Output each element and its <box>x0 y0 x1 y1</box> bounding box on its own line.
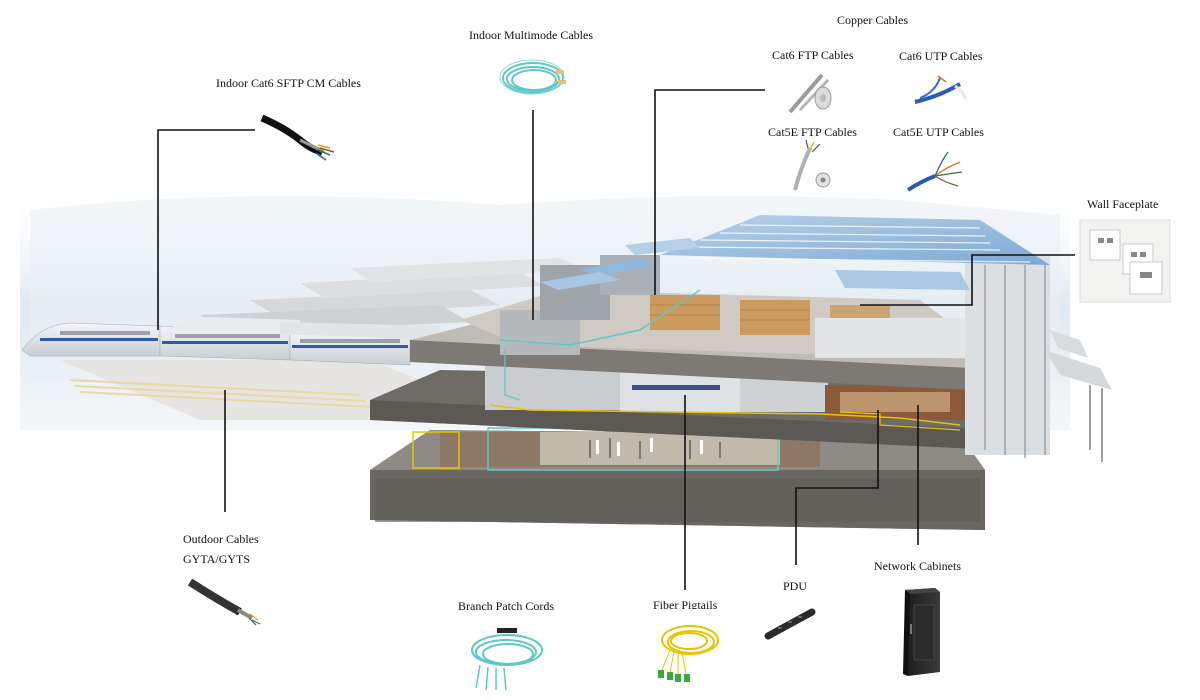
ftp-cable-icon <box>788 73 832 114</box>
label-fiber-pigtails: Fiber Pigtails <box>653 598 718 609</box>
leader-pdu <box>795 410 879 565</box>
fiber-pigtail-icon <box>658 625 719 682</box>
label-copper-cables: Copper Cables <box>837 13 908 27</box>
label-outdoor-cables: Outdoor Cables GYTA/GYTS <box>183 529 259 569</box>
trains <box>21 317 440 366</box>
label-cat6-ftp: Cat6 FTP Cables <box>772 48 854 62</box>
outdoor-cable-icon <box>187 578 261 626</box>
label-branch-patch-cords: Branch Patch Cords <box>458 599 554 613</box>
label-outdoor-cables-line1: Outdoor Cables <box>183 532 259 546</box>
label-cat5e-ftp: Cat5E FTP Cables <box>768 125 857 139</box>
label-pdu: PDU <box>783 579 808 593</box>
cat5e-ftp-cable-icon <box>793 139 831 191</box>
station-structure <box>540 255 1112 462</box>
label-wall-faceplate: Wall Faceplate <box>1087 197 1159 211</box>
label-indoor-cat6-sftp: Indoor Cat6 SFTP CM Cables <box>216 76 361 90</box>
label-cat5e-utp: Cat5E UTP Cables <box>893 125 984 139</box>
glass-roof <box>540 215 1050 290</box>
cat5e-utp-cable-icon <box>906 151 963 192</box>
sftp-cable-icon <box>260 114 335 161</box>
label-cat6-utp: Cat6 UTP Cables <box>899 49 983 63</box>
leader-lines <box>157 89 1075 590</box>
network-cabinet-icon <box>903 588 940 676</box>
pdu-icon <box>764 608 816 640</box>
label-network-cabinets: Network Cabinets <box>874 559 961 573</box>
leader-copper <box>654 89 765 295</box>
leader-sftp <box>157 129 255 330</box>
label-outdoor-cables-line2: GYTA/GYTS <box>183 552 251 566</box>
label-indoor-multimode: Indoor Multimode Cables <box>469 28 593 42</box>
branch-patch-cord-icon <box>471 628 543 691</box>
passengers <box>596 438 703 456</box>
utp-cable-icon <box>914 75 968 104</box>
middle-slab <box>370 362 1005 450</box>
faceplate-icon <box>1079 219 1171 303</box>
multimode-cable-icon <box>499 59 566 95</box>
leader-faceplate <box>860 254 1075 306</box>
